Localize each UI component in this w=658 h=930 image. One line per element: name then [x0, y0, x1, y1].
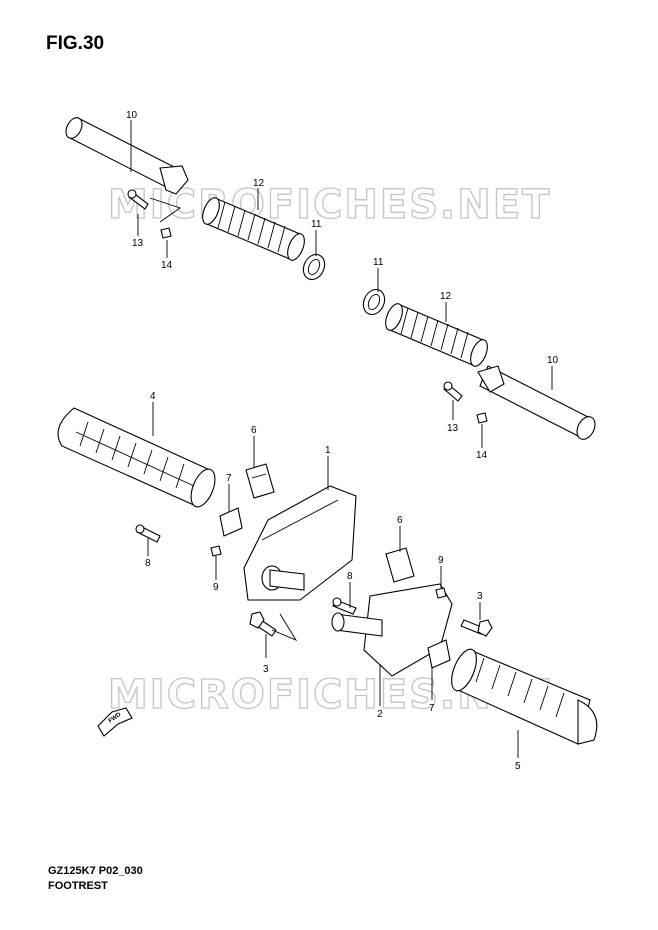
callout-3-left: 3 — [263, 664, 269, 675]
callout-7-left: 7 — [226, 473, 232, 484]
callout-2: 2 — [377, 709, 383, 720]
callout-4: 4 — [150, 391, 156, 402]
part-14-right-clip — [476, 412, 488, 424]
model-code: GZ125K7 P02_030 — [48, 865, 143, 877]
callout-14-upper-left: 14 — [161, 260, 173, 271]
part-3-left-bolt — [249, 611, 298, 641]
part-6-right-bushing — [385, 547, 415, 583]
part-10-right-shaft — [477, 365, 596, 440]
callout-5: 5 — [515, 761, 521, 772]
part-8-left-pin — [135, 524, 161, 543]
callout-leader-lines — [130, 120, 553, 758]
callout-1: 1 — [325, 445, 331, 456]
part-4-left-footrest-rubber — [57, 407, 216, 508]
part-1-left-bracket — [243, 485, 357, 601]
part-7-left-damper — [219, 507, 243, 537]
part-13-right-pin — [443, 381, 463, 402]
callout-6-right: 6 — [397, 515, 403, 526]
part-8-right-pin — [332, 597, 357, 615]
callout-12-upper-right: 12 — [440, 291, 452, 302]
section-name: FOOTREST — [48, 880, 108, 892]
part-5-right-footrest-rubber — [451, 648, 598, 745]
part-12-left-rubber — [202, 197, 305, 261]
callout-numbers: 10 12 13 14 11 11 12 10 13 14 4 6 1 7 8 … — [126, 110, 559, 772]
callout-3-right: 3 — [477, 591, 483, 602]
part-3-right-bolt — [460, 619, 493, 637]
part-6-left-bushing — [245, 463, 275, 499]
figure-title: FIG.30 — [46, 33, 105, 54]
callout-8-left: 8 — [145, 558, 151, 569]
callout-10-upper-right: 10 — [547, 355, 559, 366]
callout-13-upper-left: 13 — [132, 238, 144, 249]
callout-14-upper-right: 14 — [476, 450, 488, 461]
callout-11-upper-right: 11 — [373, 257, 384, 268]
callout-10-upper-left: 10 — [126, 110, 138, 121]
callout-11-upper-left: 11 — [311, 219, 322, 230]
part-10-left-shaft — [65, 117, 189, 223]
part-9-right-clip — [435, 587, 447, 599]
callout-12-upper-left: 12 — [253, 178, 265, 189]
part-14-left-clip — [160, 227, 172, 239]
callout-6-left: 6 — [251, 425, 257, 436]
part-11-left-washer — [302, 253, 326, 281]
fwd-arrow-icon: FWD — [97, 707, 133, 737]
callout-7-right: 7 — [429, 703, 435, 714]
part-9-left-clip — [210, 545, 222, 557]
part-11-right-washer — [362, 288, 386, 316]
part-13-left-pin — [127, 189, 149, 210]
callout-13-upper-right: 13 — [447, 423, 459, 434]
watermark-top: MICROFICHES.NET — [108, 182, 551, 228]
callout-9-left: 9 — [213, 582, 219, 593]
callout-8-right: 8 — [347, 571, 353, 582]
part-12-right-rubber — [385, 303, 488, 367]
callout-9-right: 9 — [438, 555, 444, 566]
part-7-right-damper — [427, 639, 451, 669]
